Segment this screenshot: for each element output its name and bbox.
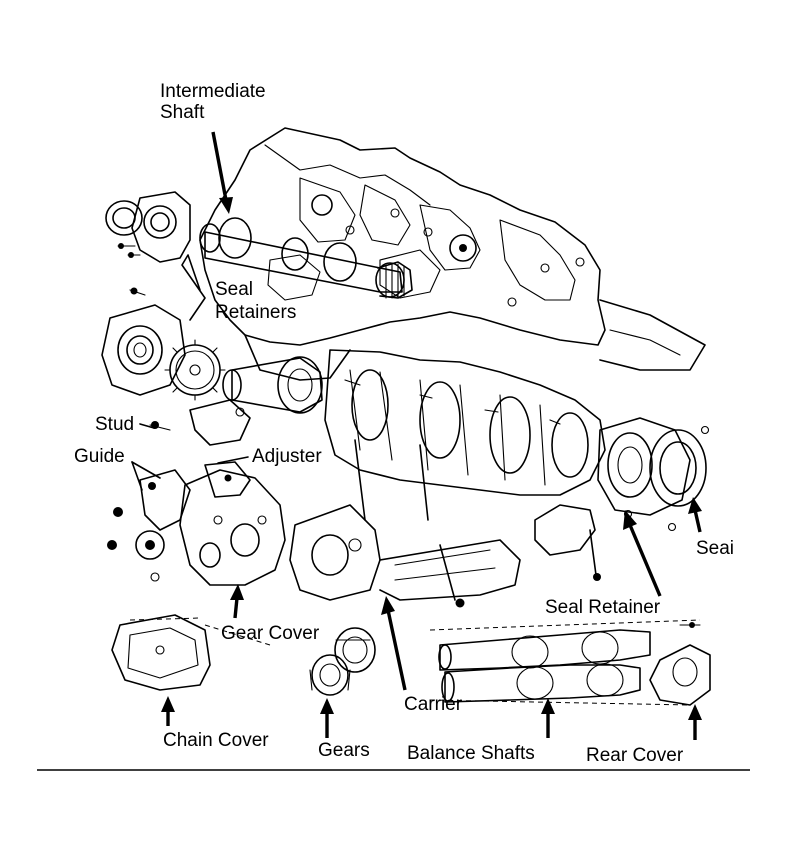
seal-retainer-rear <box>534 504 601 581</box>
chain-cover <box>111 614 271 691</box>
crankshaft <box>324 349 606 496</box>
carrier <box>289 439 521 608</box>
label-seal-retainers-line1: Seal <box>215 279 253 300</box>
label-intermediate-shaft-line2: Shaft <box>160 102 205 123</box>
balance-shafts <box>429 619 701 706</box>
label-gears: Gears <box>318 740 370 761</box>
gears <box>309 627 376 696</box>
label-carrier: Carrier <box>404 694 463 715</box>
seal-retainers <box>101 191 191 396</box>
label-seal-retainers-line2: Retainers <box>215 302 296 323</box>
label-stud: Stud <box>95 414 134 435</box>
label-rear-cover: Rear Cover <box>586 745 684 766</box>
label-adjuster: Adjuster <box>252 446 322 467</box>
rear-seal <box>597 417 710 532</box>
label-seal-retainer: Seal Retainer <box>545 597 661 618</box>
label-guide: Guide <box>74 446 125 467</box>
sprocket <box>164 339 226 401</box>
rear-cover <box>649 622 711 706</box>
intermediate-shaft <box>199 217 413 299</box>
gear-cover <box>179 469 286 586</box>
engine-block <box>199 127 706 381</box>
label-balance-shafts: Balance Shafts <box>407 743 535 764</box>
label-gear-cover: Gear Cover <box>221 623 320 644</box>
crankshaft-front <box>222 356 323 414</box>
label-intermediate-shaft-line1: Intermediate <box>160 81 266 102</box>
labels: Intermediate Shaft Seal Retainers Stud G… <box>74 81 734 766</box>
leader-arrows <box>131 131 702 740</box>
label-chain-cover: Chain Cover <box>163 730 269 751</box>
label-seal: Seai <box>696 538 734 559</box>
